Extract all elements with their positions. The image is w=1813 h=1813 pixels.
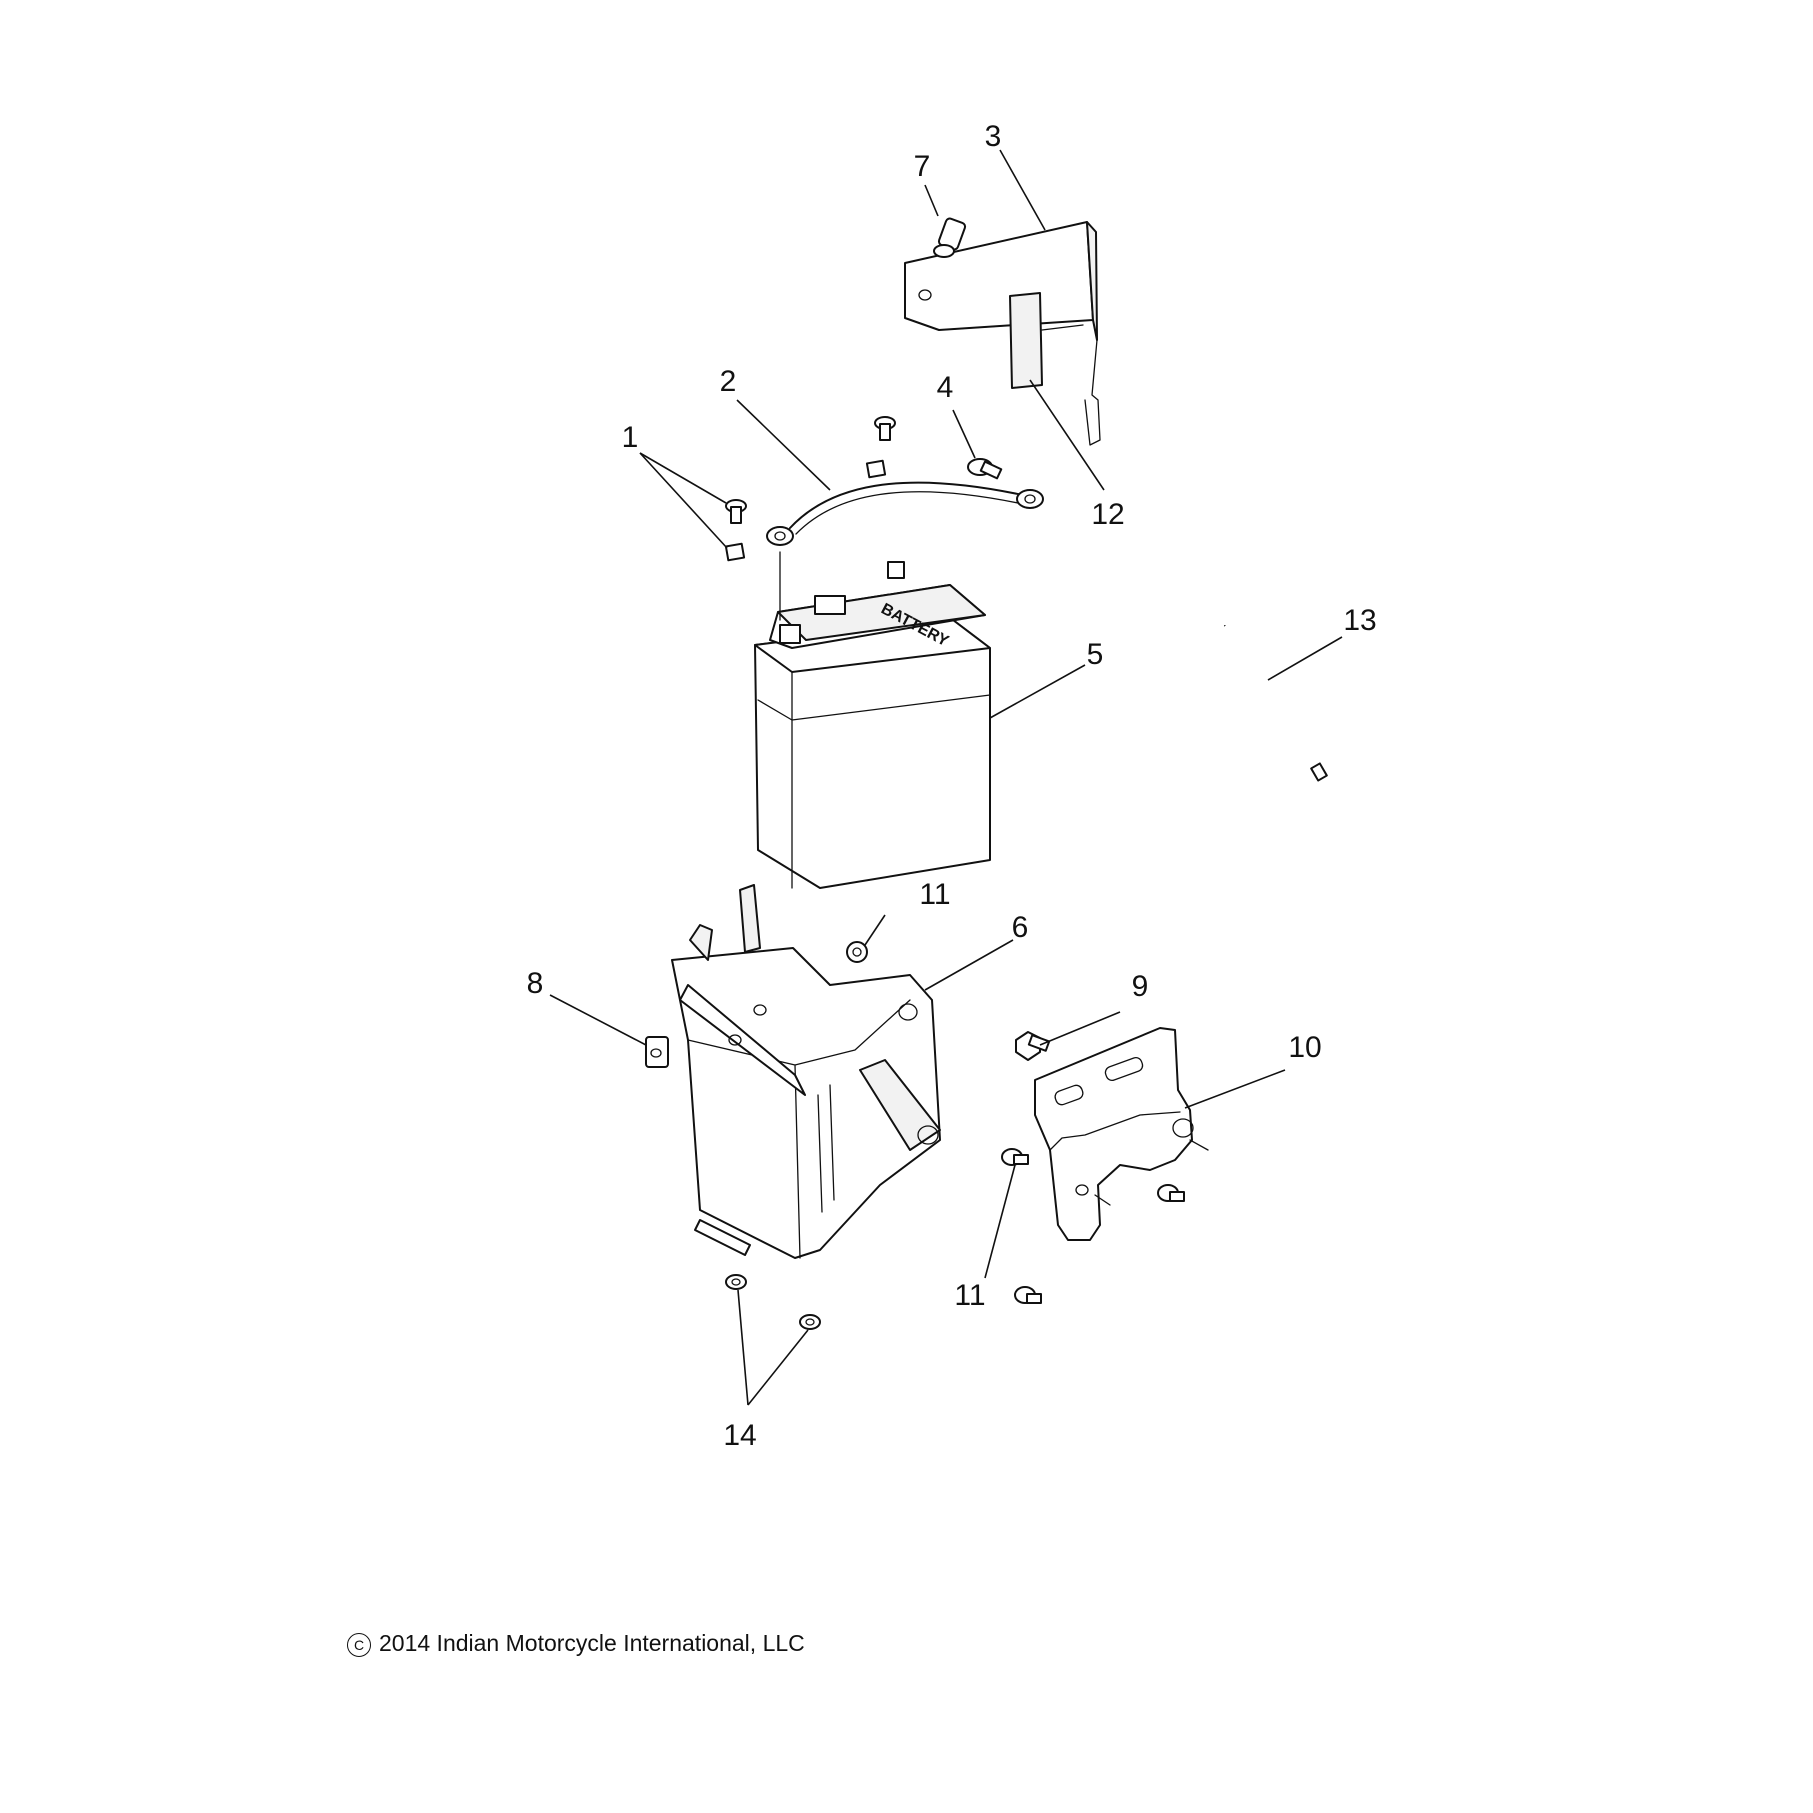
callout-labels: 1 2 3 4 5 6 7 8 9 10 11 11 12 13 14 bbox=[527, 120, 1377, 1452]
callout-3: 3 bbox=[985, 120, 1002, 153]
callout-5: 5 bbox=[1087, 638, 1104, 671]
leader-lines bbox=[549, 149, 1343, 1406]
part-14-washers bbox=[725, 1274, 821, 1330]
part-4-terminal-bolt bbox=[967, 458, 1003, 480]
callout-2: 2 bbox=[720, 365, 737, 398]
copyright-notice: C 2014 Indian Motorcycle International, L… bbox=[347, 1630, 805, 1657]
callout-11-top: 11 bbox=[919, 878, 950, 911]
copyright-icon: C bbox=[347, 1633, 371, 1657]
part-5-battery: BATTERY bbox=[754, 551, 991, 889]
copyright-text: 2014 Indian Motorcycle International, LL… bbox=[379, 1630, 805, 1656]
callout-1: 1 bbox=[622, 421, 639, 454]
callout-11-bottom: 11 bbox=[954, 1279, 985, 1312]
callout-4: 4 bbox=[937, 371, 954, 404]
part-7-bolt bbox=[933, 217, 967, 258]
callout-9: 9 bbox=[1132, 970, 1149, 1003]
callout-13: 13 bbox=[1343, 604, 1376, 637]
part-10-mounting-bracket bbox=[1034, 1027, 1209, 1241]
part-3-bracket bbox=[904, 221, 1101, 446]
callout-14: 14 bbox=[723, 1419, 756, 1452]
part-11-bolts bbox=[846, 941, 1185, 1304]
callout-12: 12 bbox=[1091, 498, 1124, 531]
callout-7: 7 bbox=[914, 150, 931, 183]
part-2-cable bbox=[766, 481, 1044, 546]
part-1-screw-and-nut bbox=[724, 416, 896, 562]
part-9-bolt bbox=[1015, 1031, 1051, 1061]
part-13-cable-tie bbox=[1223, 625, 1328, 782]
callout-10: 10 bbox=[1288, 1031, 1321, 1064]
part-8-clip-nut bbox=[645, 1036, 669, 1068]
callout-6: 6 bbox=[1012, 911, 1029, 944]
part-6-battery-box bbox=[671, 884, 941, 1259]
part-12-label-pad bbox=[1009, 292, 1043, 389]
callout-8: 8 bbox=[527, 967, 544, 1000]
